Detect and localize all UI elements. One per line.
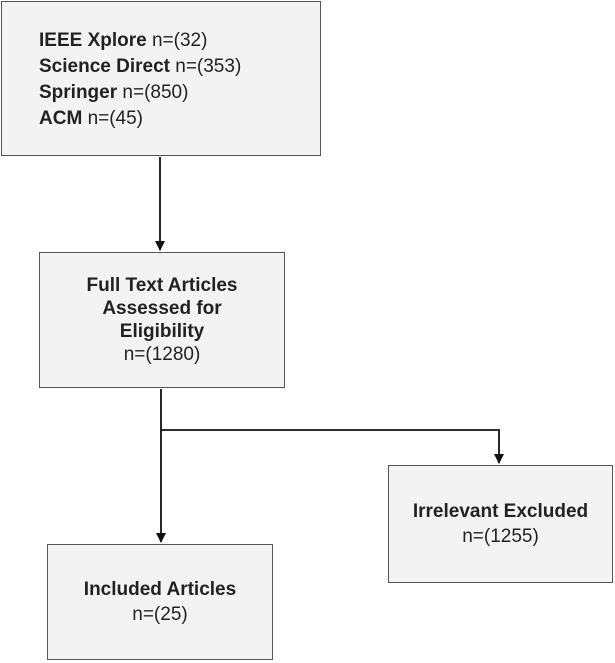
source-name: ACM (39, 108, 83, 129)
excluded-label: Irrelevant Excluded (412, 501, 589, 522)
assessed-label-line-2: Assessed for (102, 298, 222, 319)
source-name: Science Direct (39, 56, 170, 77)
assessed-count: n=(1280) (123, 344, 201, 365)
included-count: n=(25) (132, 604, 188, 625)
source-count: n=(850) (122, 82, 189, 103)
assessed-box: Full Text Articles Assessed for Eligibil… (39, 252, 285, 388)
included-label: Included Articles (83, 579, 237, 600)
source-row-springer: Springer n=(850) (39, 80, 320, 106)
source-name: Springer (39, 82, 118, 103)
source-count: n=(353) (175, 56, 242, 77)
included-box: Included Articles n=(25) (47, 544, 273, 660)
arrow-assessed-to-excluded (161, 429, 504, 464)
excluded-box: Irrelevant Excluded n=(1255) (388, 465, 613, 583)
excluded-count: n=(1255) (462, 526, 539, 547)
source-row-acm: ACM n=(45) (39, 106, 320, 132)
source-name: IEEE Xplore (39, 30, 147, 51)
source-count: n=(45) (87, 108, 144, 129)
assessed-label-line-1: Full Text Articles (86, 275, 238, 296)
source-row-ieee: IEEE Xplore n=(32) (39, 28, 320, 54)
source-row-science-direct: Science Direct n=(353) (39, 54, 320, 80)
source-count: n=(32) (151, 30, 208, 51)
sources-box: IEEE Xplore n=(32) Science Direct n=(353… (1, 1, 321, 156)
assessed-label-line-3: Eligibility (119, 321, 205, 342)
